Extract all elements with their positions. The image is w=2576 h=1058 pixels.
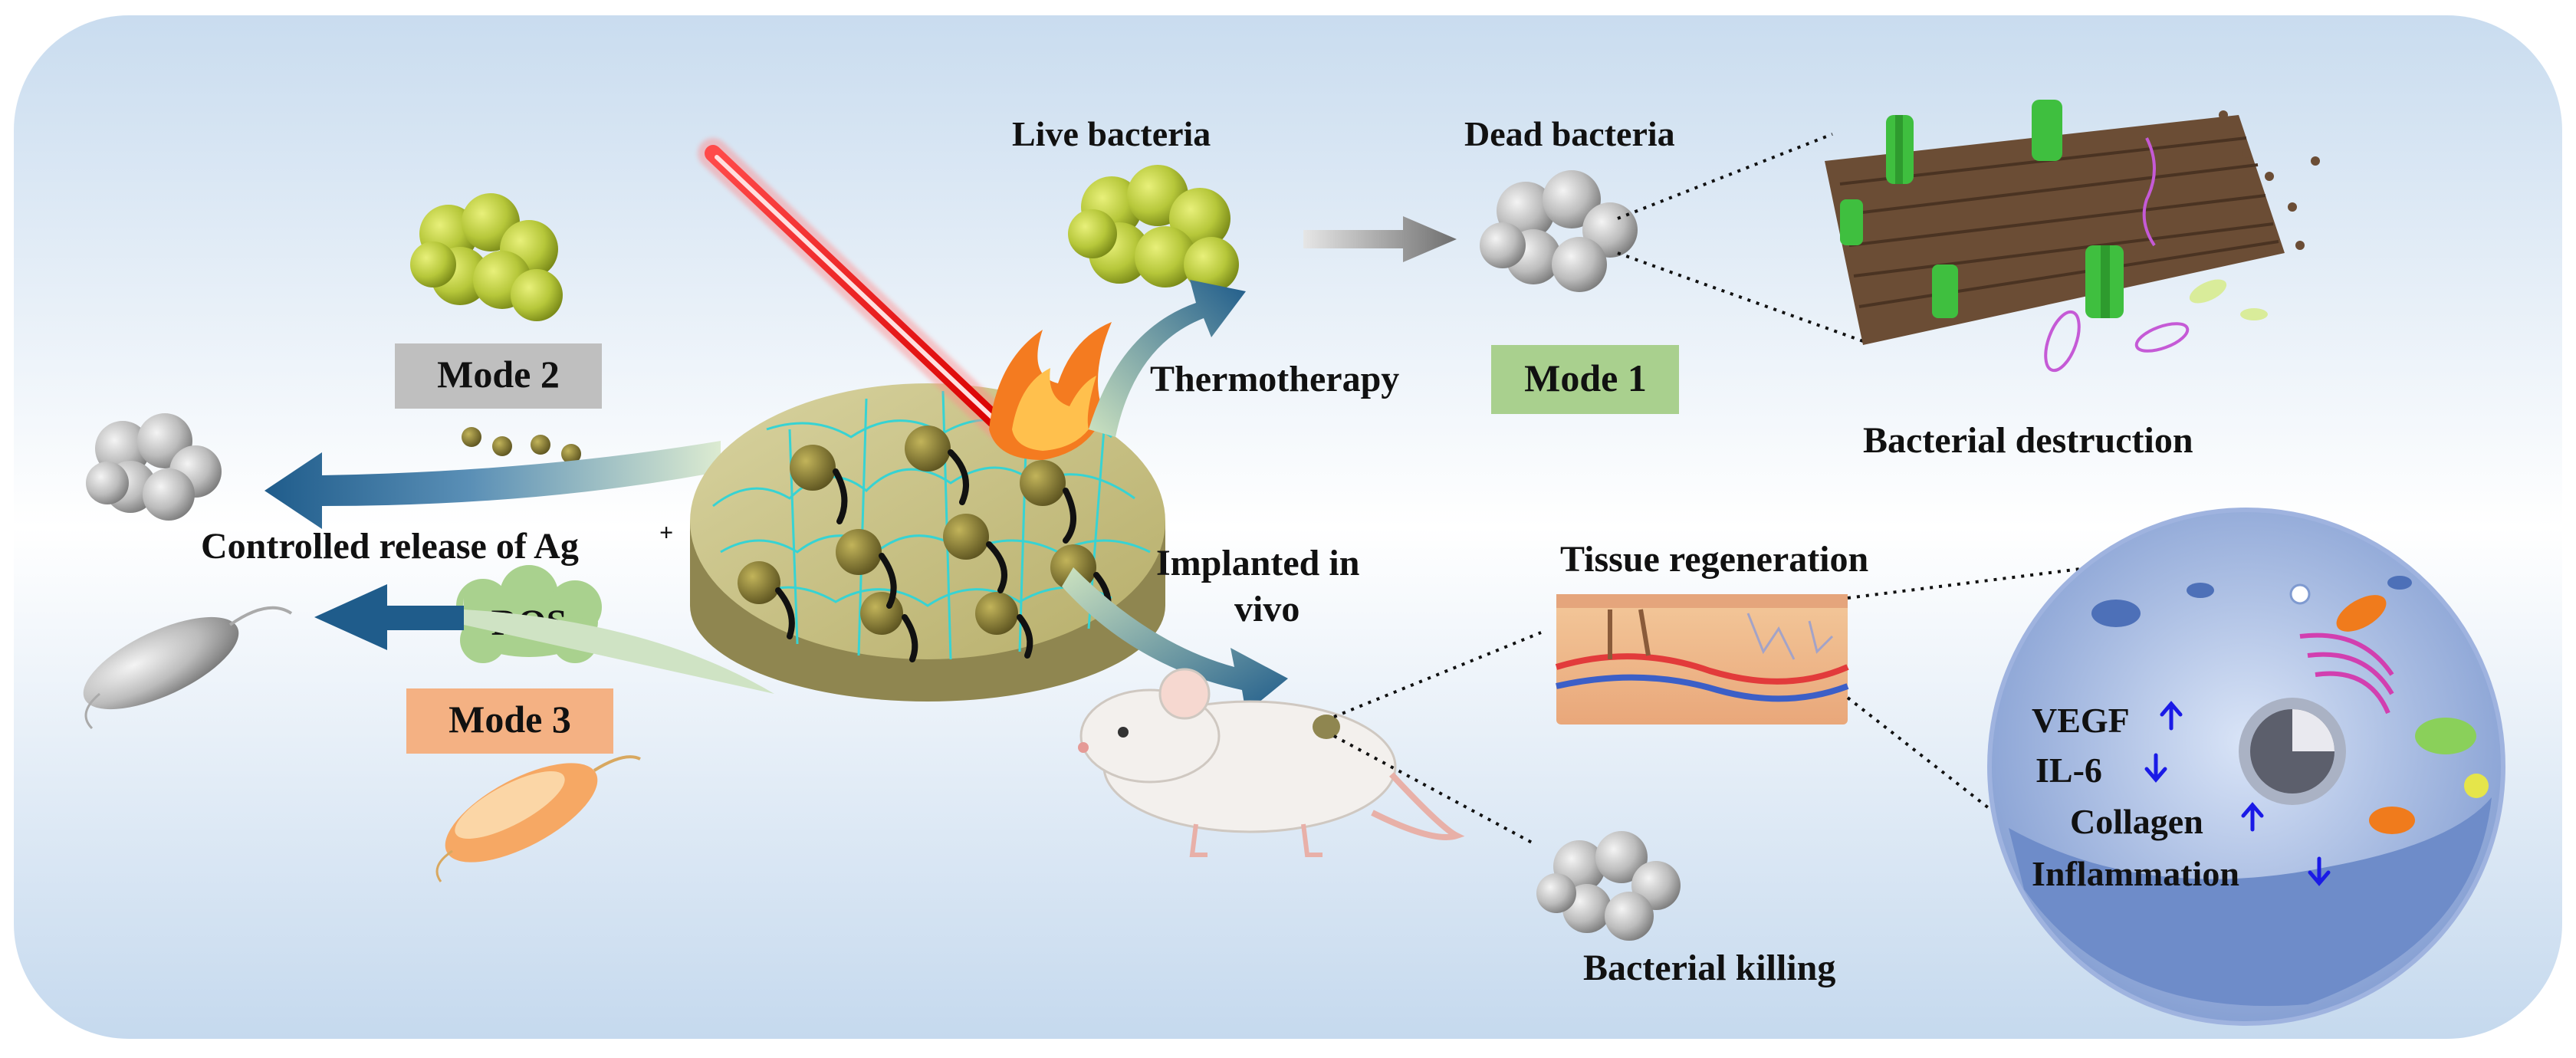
live-bacteria-label: Live bacteria bbox=[1012, 114, 1211, 153]
bacterial-destruction-label: Bacterial destruction bbox=[1863, 420, 2193, 461]
thermotherapy-label: Thermotherapy bbox=[1150, 359, 1399, 399]
implanted-label-line1: Implanted in bbox=[1156, 543, 1359, 583]
implant-arrow bbox=[1062, 567, 1288, 713]
killed-bacteria-cluster bbox=[1536, 831, 1681, 941]
mode-2-label: Mode 2 bbox=[437, 353, 560, 396]
live-to-dead-arrow bbox=[1303, 216, 1457, 262]
live-bacteria-cluster-left bbox=[410, 193, 563, 321]
thermotherapy-arrow bbox=[1089, 280, 1246, 437]
zoom-lines-membrane bbox=[1617, 133, 1864, 343]
vegf-up-arrow-icon bbox=[2160, 701, 2183, 731]
ros-arrow bbox=[314, 584, 464, 650]
dead-bacteria-label: Dead bacteria bbox=[1464, 114, 1675, 153]
collagen-label: Collagen bbox=[2070, 802, 2203, 841]
flame-icon bbox=[989, 322, 1112, 460]
dead-bacteria-cluster bbox=[1480, 170, 1638, 292]
inflammation-down-arrow-icon bbox=[2308, 856, 2331, 886]
collagen-up-arrow-icon bbox=[2241, 802, 2264, 832]
tissue-regeneration-label: Tissue regeneration bbox=[1560, 539, 1868, 580]
implanted-label-line2: vivo bbox=[1234, 589, 1300, 629]
controlled-release-label: Controlled release of Ag bbox=[201, 526, 579, 567]
silver-nanoparticles bbox=[462, 427, 581, 464]
live-bacteria-cluster bbox=[1068, 165, 1239, 292]
dead-bacteria-cluster-left bbox=[86, 413, 222, 521]
vegf-label: VEGF bbox=[2032, 701, 2130, 740]
mode-3-box bbox=[406, 688, 613, 754]
laser-beam bbox=[698, 138, 1016, 441]
grey-rod-bacterium bbox=[83, 606, 293, 730]
release-arrow-lower bbox=[460, 598, 774, 694]
mode-1-label: Mode 1 bbox=[1524, 356, 1647, 399]
il6-down-arrow-icon bbox=[2144, 753, 2167, 783]
bacterial-killing-label: Bacterial killing bbox=[1583, 948, 1835, 988]
zoom-line-killing bbox=[1333, 734, 1534, 845]
ag-charge-superscript: + bbox=[659, 518, 673, 546]
mode-2-box bbox=[395, 343, 602, 409]
mouse-icon bbox=[1078, 668, 1465, 857]
zoom-line-tissue bbox=[1333, 631, 1542, 718]
il6-label: IL-6 bbox=[2036, 751, 2102, 790]
inflammation-label: Inflammation bbox=[2032, 854, 2239, 893]
release-arrow-upper bbox=[264, 441, 721, 529]
skin-tissue bbox=[1555, 594, 1849, 724]
mode-1-box bbox=[1491, 345, 1679, 414]
orange-rod-bacterium bbox=[435, 755, 641, 882]
cell-illustration bbox=[1987, 508, 2505, 1026]
mode-3-label: Mode 3 bbox=[449, 698, 571, 741]
membrane-destruction bbox=[1825, 100, 2320, 373]
